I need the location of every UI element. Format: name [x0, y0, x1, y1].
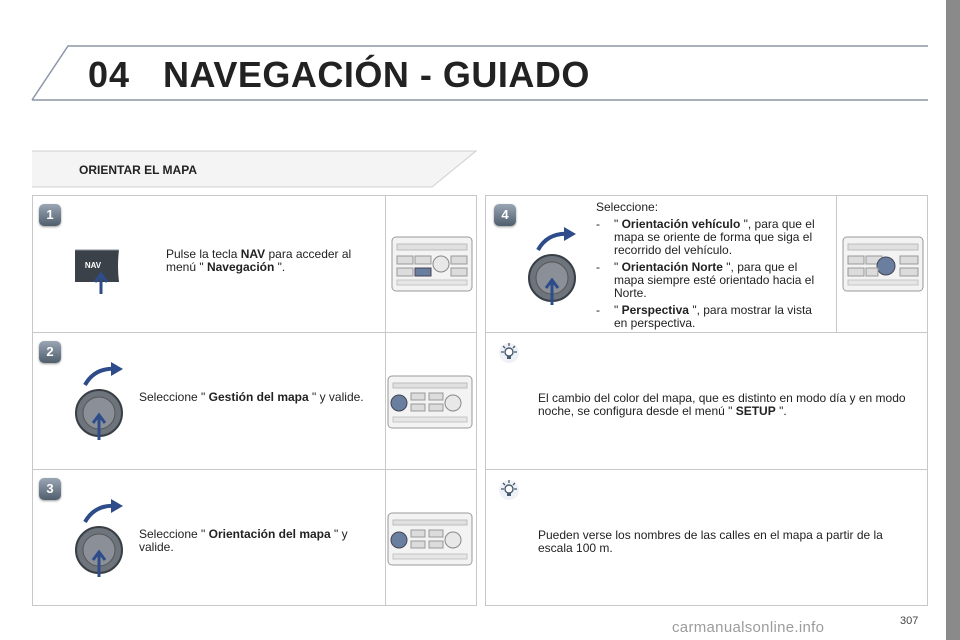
- page-number: 307: [900, 615, 919, 627]
- radio-unit-image: [842, 236, 924, 292]
- orientation-options-list: -" Orientación vehículo ", para que el m…: [596, 218, 828, 330]
- option-item: -" Perspectiva ", para mostrar la vista …: [596, 303, 812, 330]
- chapter-number: 04: [88, 54, 131, 95]
- rotary-knob-icon: [75, 499, 123, 577]
- page-header: 04 NAVEGACIÓN - GUIADO: [30, 44, 928, 102]
- column-divider: [836, 196, 837, 332]
- header-frame: [31, 45, 928, 101]
- bulb-icon: [499, 343, 519, 363]
- step-3-badge: 3: [39, 478, 61, 500]
- nav-key-label: NAV: [85, 261, 102, 270]
- step-3-text: Seleccione " Orientación del mapa " y va…: [139, 527, 348, 554]
- step-1-badge: 1: [39, 204, 61, 226]
- tip-1-text: El cambio del color del mapa, que es dis…: [538, 391, 906, 418]
- section-title: ORIENTAR EL MAPA: [79, 163, 198, 177]
- tip-1-row: El cambio del color del mapa, que es dis…: [486, 333, 927, 470]
- section-banner: ORIENTAR EL MAPA: [32, 150, 477, 188]
- nav-key-icon: NAV: [75, 249, 119, 294]
- option-item: -" Orientación Norte ", para que el mapa…: [596, 260, 815, 300]
- step-3-row: 3 Seleccione " Orientación del mapa " y …: [33, 470, 476, 607]
- radio-unit-image: [391, 236, 473, 292]
- rotary-knob-icon: [75, 362, 123, 440]
- right-edge-bar: [946, 0, 960, 640]
- column-divider: [385, 196, 386, 605]
- step-2-badge: 2: [39, 341, 61, 363]
- tip-2-text: Pueden verse los nombres de las calles e…: [538, 528, 883, 555]
- right-steps-panel: 4 Seleccione: -" Orientación vehículo ",…: [485, 195, 928, 606]
- left-steps-panel: 1 NAV Pulse la tecla NAV para acceder al…: [32, 195, 477, 606]
- step-4-text: Seleccione: -" Orientación vehículo ", p…: [596, 201, 828, 330]
- radio-unit-image: [387, 375, 473, 429]
- tip-2-row: Pueden verse los nombres de las calles e…: [486, 470, 927, 607]
- step-1-text: Pulse la tecla NAV para acceder al menú …: [166, 247, 352, 274]
- page-title: NAVEGACIÓN - GUIADO: [163, 54, 590, 95]
- step-1-row: 1 NAV Pulse la tecla NAV para acceder al…: [33, 196, 476, 333]
- step-4-badge: 4: [494, 204, 516, 226]
- step-2-row: 2 Seleccione " Gestión del mapa " y vali…: [33, 333, 476, 470]
- step-2-text: Seleccione " Gestión del mapa " y valide…: [139, 390, 364, 404]
- step-4-row: 4 Seleccione: -" Orientación vehículo ",…: [486, 196, 927, 333]
- radio-unit-image: [387, 512, 473, 566]
- watermark: carmanualsonline.info: [672, 619, 825, 636]
- section-banner-frame: [32, 150, 477, 188]
- step-4-intro: Seleccione:: [596, 200, 659, 214]
- option-item: -" Orientación vehículo ", para que el m…: [596, 217, 815, 257]
- rotary-knob-icon: [528, 227, 576, 305]
- bulb-icon: [499, 480, 519, 500]
